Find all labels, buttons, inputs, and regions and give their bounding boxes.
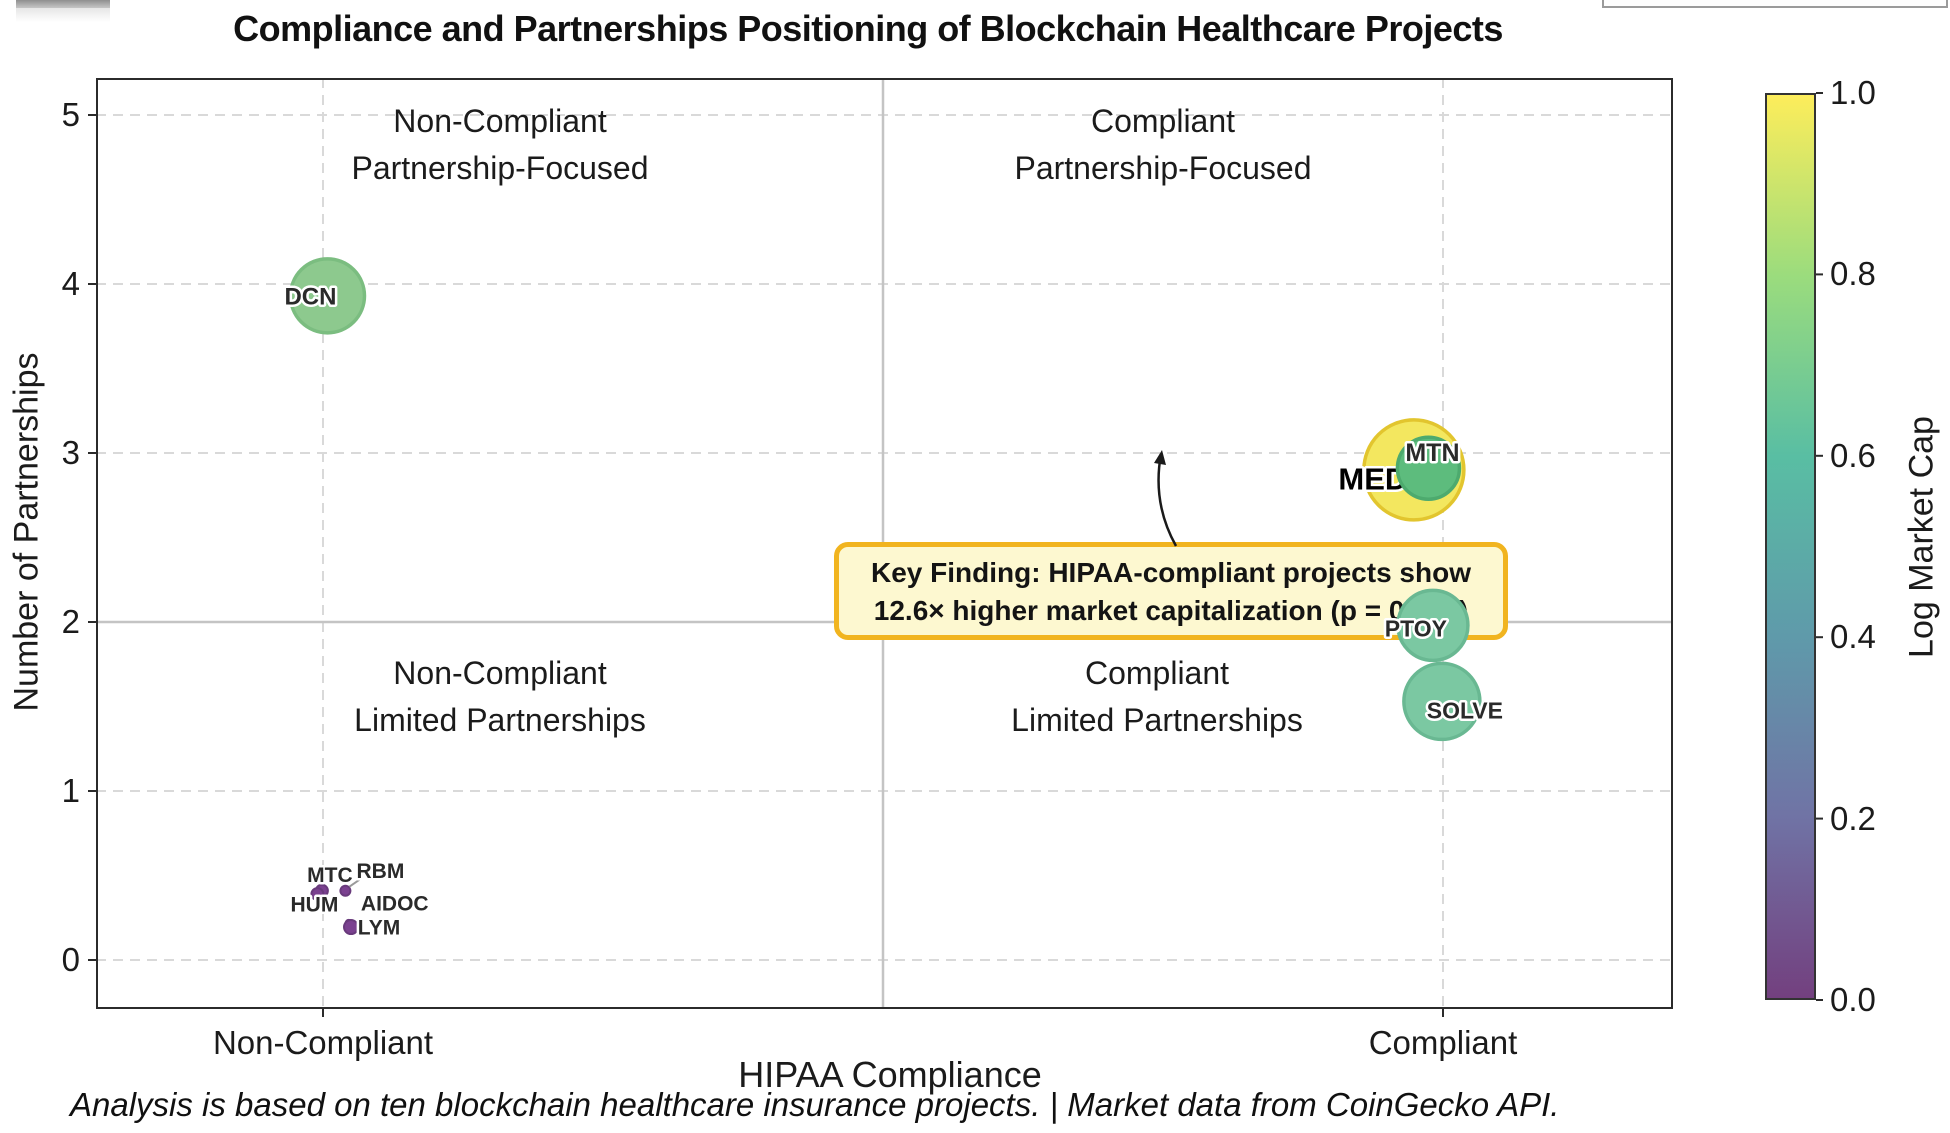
bubble-RBM [339,884,352,897]
bubble-label-RBM: RBM [356,860,404,883]
colorbar-tick-label-0.6: 0.6 [1830,436,1876,474]
bubble-label-AIDOC: AIDOC [361,892,429,915]
footer-note: Analysis is based on ten blockchain heal… [70,1086,1560,1123]
chart-title: Compliance and Partnerships Positioning … [233,8,1503,49]
bubble-label-HUM: HUM [290,894,338,917]
x-axis-title: HIPAA Compliance [738,1054,1042,1095]
colorbar-tick-label-0.4: 0.4 [1830,618,1876,656]
bubble-HUM [310,887,325,902]
bubble-SOLVE [1402,661,1482,742]
bubble-label-MTN: MTN [1405,439,1459,467]
x-tick-label-compliant: Compliant [1368,1024,1518,1061]
quadrant-line: Limited Partnerships [1011,702,1303,738]
y-tick-label-3: 3 [61,434,80,471]
quadrant-line: Non-Compliant [393,655,607,691]
y-tick-label-5: 5 [61,96,80,133]
colorbar-tick-label-0.0: 0.0 [1830,981,1876,1018]
key-finding-line1: Key Finding: HIPAA-compliant projects sh… [871,557,1471,588]
y-tick-label-1: 1 [61,772,80,809]
annotation-arrowhead [1154,450,1166,465]
bubble-MTN [1395,435,1462,501]
y-tick-label-0: 0 [61,941,80,978]
bubble-label-PTOY: PTOY [1385,615,1447,641]
bubble-label-SOLVE: SOLVE [1427,697,1503,723]
bubble-DCN [288,257,367,335]
quadrant-label-bottom-left: Non-Compliant Limited Partnerships [354,650,646,744]
quadrant-line: Non-Compliant [393,103,607,139]
y-tick-label-4: 4 [61,265,80,302]
bubble-LYM [343,919,359,936]
key-finding-line2: 12.6× higher market capitalization (p = … [873,595,1469,626]
colorbar-tick-label-0.2: 0.2 [1830,799,1876,837]
y-tick-label-2: 2 [61,603,80,640]
quadrant-line: Compliant [1090,103,1236,139]
colorbar-tick-label-0.8: 0.8 [1830,255,1876,293]
screenshot-artifact-top-left-fade [16,8,110,22]
quadrant-line: Partnership-Focused [351,150,649,186]
bubble-PTOY [1396,588,1470,663]
quadrant-label-bottom-right: Compliant Limited Partnerships [1011,650,1303,744]
bubble-label-MTC: MTC [307,864,353,887]
bubble-label-LYM: LYM [358,917,400,940]
plot-area [96,78,1673,1009]
quadrant-line: Limited Partnerships [354,702,646,738]
leader-line-RBM [348,876,363,888]
bubble-label-DCN: DCN [284,283,336,310]
screenshot-artifact-top-left [16,0,110,8]
screenshot-artifact-top-right [1602,0,1948,8]
quadrant-line: Compliant [1084,655,1230,691]
key-finding-callout: Key Finding: HIPAA-compliant projects sh… [834,542,1508,640]
colorbar-gradient [1765,93,1816,1000]
x-tick-label-non-compliant: Non-Compliant [212,1024,434,1061]
annotation-arrow [1157,453,1178,547]
quadrant-label-top-left: Non-Compliant Partnership-Focused [351,98,648,192]
quadrant-line: Partnership-Focused [1014,150,1312,186]
colorbar-tick-label-1.0: 1.0 [1830,74,1876,111]
quadrant-label-top-right: Compliant Partnership-Focused [1014,98,1311,192]
